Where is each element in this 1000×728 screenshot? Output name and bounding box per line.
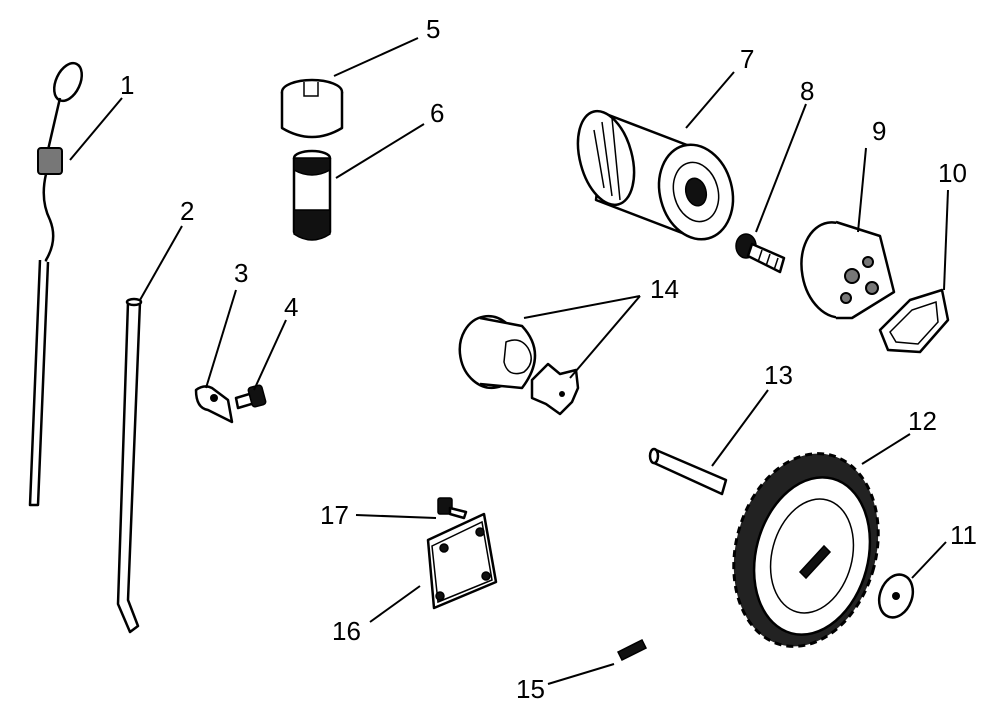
- part-7-oil-filter: [576, 109, 735, 241]
- part-3-clip: [194, 385, 234, 424]
- part-1-dipstick: [28, 61, 84, 507]
- callout-14: 14: [650, 274, 679, 304]
- part-13-shaft: [648, 447, 728, 496]
- callout-8: 8: [800, 76, 814, 106]
- part-8-bolt: [735, 233, 786, 274]
- callout-7: 7: [740, 44, 754, 74]
- callout-3: 3: [234, 258, 248, 288]
- callout-11: 11: [950, 520, 977, 550]
- part-6-nipple: [292, 149, 332, 241]
- callout-1: 1: [120, 70, 134, 100]
- callout-4: 4: [284, 292, 298, 322]
- part-14-rotors: [458, 314, 580, 416]
- callout-6: 6: [430, 98, 444, 128]
- part-10-gasket: [878, 288, 950, 354]
- leader-lines: [69, 37, 949, 685]
- part-15-pin: [616, 638, 648, 662]
- part-4-screw: [234, 384, 267, 410]
- callout-12: 12: [908, 406, 937, 436]
- callout-9: 9: [872, 116, 886, 146]
- callout-16: 16: [332, 616, 361, 646]
- part-12-gear: [732, 452, 880, 648]
- part-9-filter-adapter: [800, 220, 896, 320]
- callout-13: 13: [764, 360, 793, 390]
- callout-17: 17: [320, 500, 349, 530]
- part-17-screw: [437, 497, 468, 520]
- callout-15: 15: [516, 674, 545, 704]
- callout-labels: 1 2 3 4 5 6 7 8 9 10 11 12 13 14 15 16 1…: [120, 14, 977, 704]
- part-2-tube: [116, 297, 143, 634]
- part-16-cover-plate: [426, 512, 498, 610]
- part-11-washer: [877, 573, 915, 619]
- part-5-coupling: [280, 78, 344, 139]
- callout-2: 2: [180, 196, 194, 226]
- callout-5: 5: [426, 14, 440, 44]
- callout-10: 10: [938, 158, 967, 188]
